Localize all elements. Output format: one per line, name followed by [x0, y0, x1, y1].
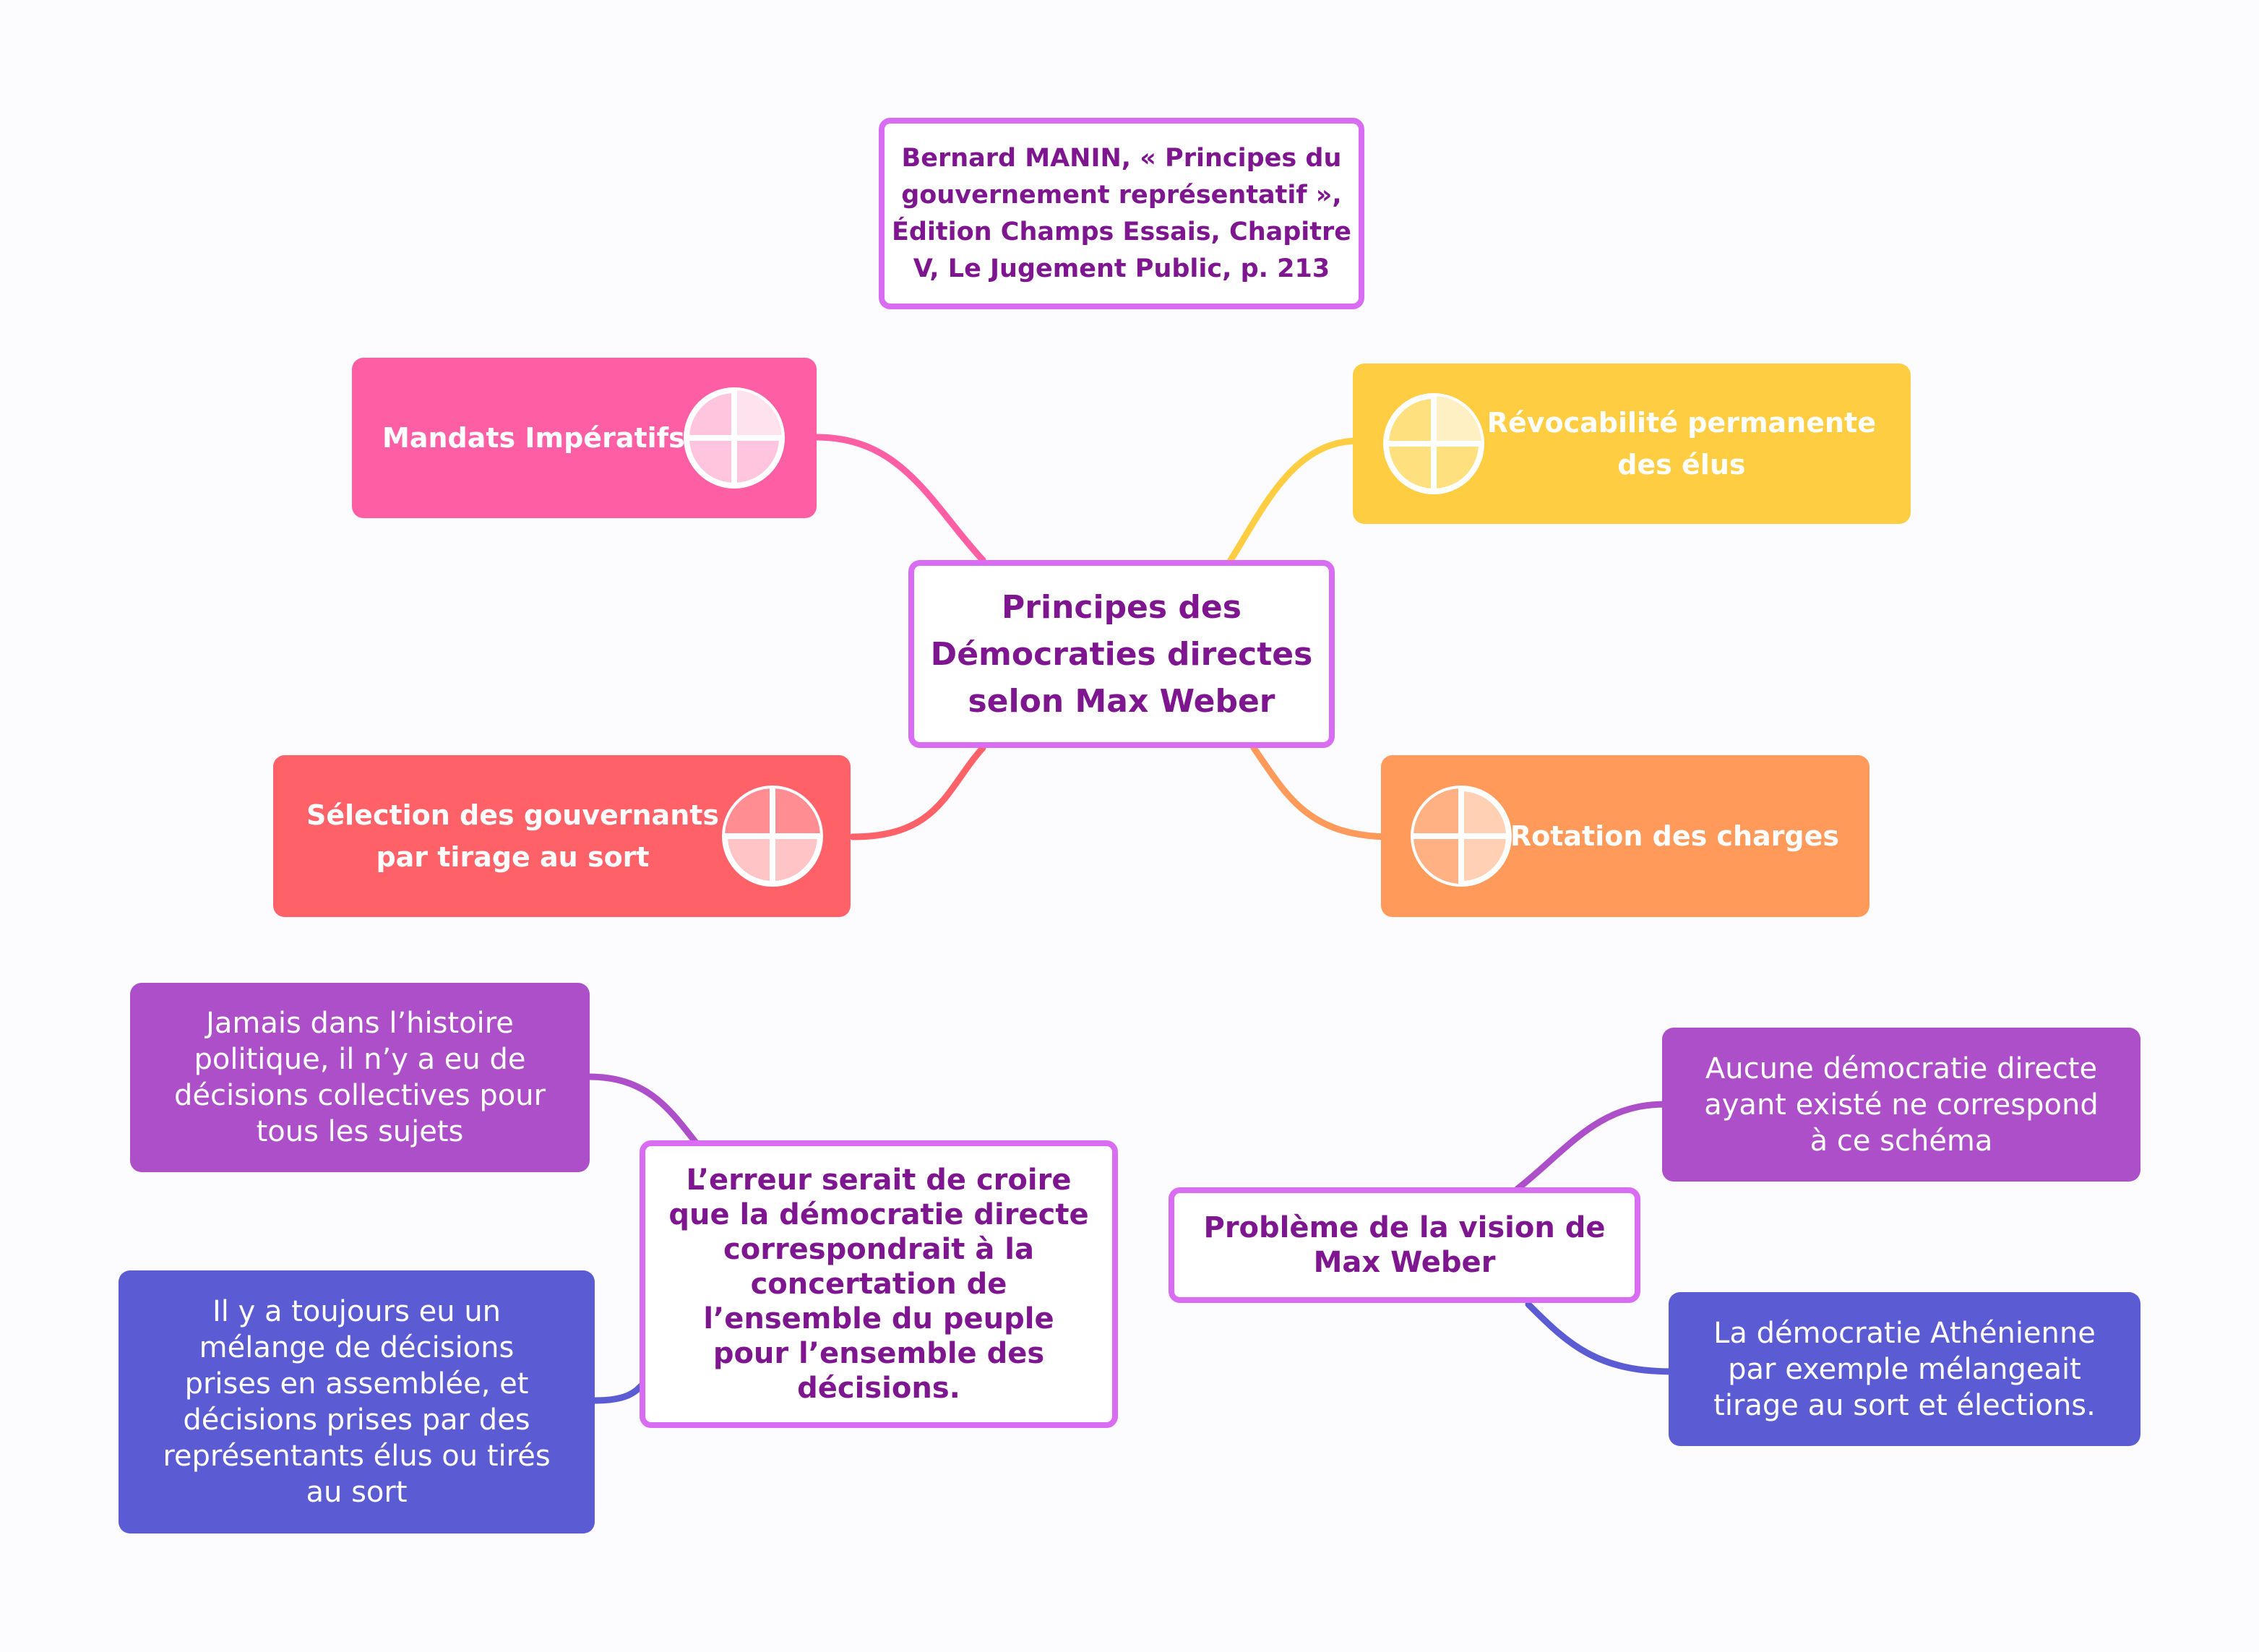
branch-rotation-charges[interactable]: Rotation des charges — [1381, 755, 1869, 917]
problem-topic-text: Problème de la vision de Max Weber — [1203, 1211, 1606, 1279]
connector-aucune — [1514, 1101, 1669, 1192]
note-melange-text: Il y a toujours eu un mélange de décisio… — [163, 1295, 551, 1509]
central-topic-text: Principes des Démocraties directes selon… — [930, 588, 1313, 720]
branch-mandats-label: Mandats Impératifs — [382, 422, 685, 454]
connector-selection — [849, 744, 986, 840]
source-citation-text: Bernard MANIN, « Principes du gouverneme… — [891, 143, 1352, 283]
note-aucune-democratie[interactable]: Aucune démocratie directe ayant existé n… — [1662, 1028, 2140, 1182]
note-jamais-histoire[interactable]: Jamais dans l’histoire politique, il n’y… — [130, 983, 590, 1172]
problem-topic[interactable]: Problème de la vision de Max Weber — [1169, 1187, 1640, 1303]
note-athenienne-text: La démocratie Athénienne par exemple mél… — [1713, 1316, 2096, 1422]
branch-selection-tirage[interactable]: Sélection des gouvernants par tirage au … — [273, 755, 851, 917]
branch-revocabilite-label: Révocabilité permanente des élus — [1486, 407, 1876, 481]
circle-cross-icon — [1408, 783, 1515, 890]
branch-rotation-label: Rotation des charges — [1510, 820, 1839, 852]
circle-cross-icon — [719, 783, 826, 890]
branch-selection-label: Sélection des gouvernants par tirage au … — [306, 799, 720, 873]
circle-cross-icon — [1380, 390, 1487, 497]
branch-mandats-imperatifs[interactable]: Mandats Impératifs — [352, 358, 817, 518]
source-citation-box: Bernard MANIN, « Principes du gouverneme… — [879, 118, 1364, 309]
note-jamais-text: Jamais dans l’histoire politique, il n’y… — [173, 1007, 546, 1148]
circle-cross-icon — [681, 384, 788, 491]
note-democratie-athenienne[interactable]: La démocratie Athénienne par exemple mél… — [1669, 1292, 2140, 1446]
connector-athenienne — [1525, 1301, 1677, 1375]
connector-mandats — [813, 434, 986, 564]
connector-rotation — [1250, 744, 1395, 840]
central-topic[interactable]: Principes des Démocraties directes selon… — [908, 560, 1335, 748]
connector-revocabilite — [1225, 437, 1362, 567]
branch-revocabilite[interactable]: Révocabilité permanente des élus — [1353, 363, 1911, 524]
error-topic-text: L’erreur serait de croire que la démocra… — [668, 1163, 1089, 1405]
note-aucune-text: Aucune démocratie directe ayant existé n… — [1704, 1051, 2099, 1158]
note-melange-decisions[interactable]: Il y a toujours eu un mélange de décisio… — [119, 1270, 595, 1533]
connector-melange — [591, 1380, 647, 1404]
connector-jamais — [585, 1073, 705, 1153]
error-topic[interactable]: L’erreur serait de croire que la démocra… — [640, 1140, 1118, 1428]
